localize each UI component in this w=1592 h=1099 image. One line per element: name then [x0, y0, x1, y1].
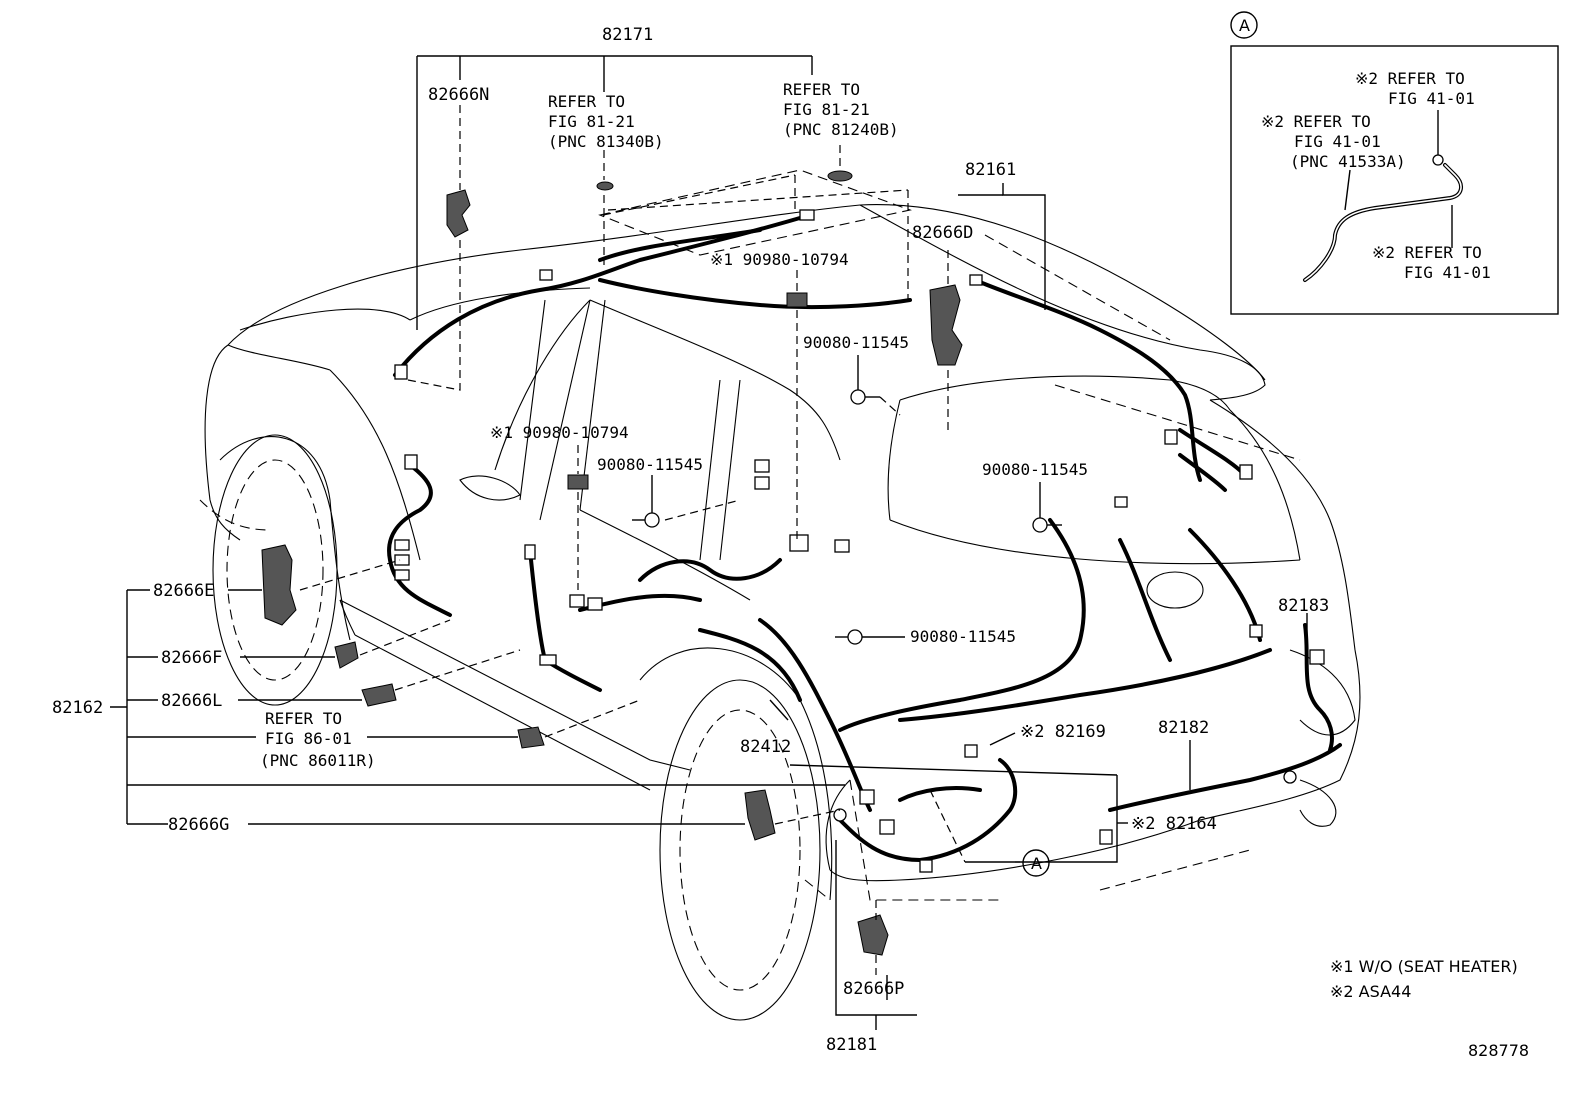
- label-82182: 82182: [1158, 718, 1209, 738]
- label-90080-b: 90080-11545: [597, 455, 703, 474]
- part-82666E-bracket: [261, 544, 297, 626]
- label-82666D: 82666D: [912, 223, 973, 243]
- harness-82164-bumper: [838, 758, 1018, 862]
- inset-hose: [1303, 154, 1463, 282]
- refer-86011R-line2: FIG 86-01: [265, 729, 352, 748]
- leader-lines: [110, 55, 1308, 1030]
- footnotes: ※1 W/O (SEAT HEATER) ※2 ASA44 828778: [1330, 957, 1529, 1060]
- label-82666L: 82666L: [161, 691, 222, 711]
- part-82666D-clip: [929, 284, 963, 366]
- refer-86011R-line3: (PNC 86011R): [260, 751, 376, 770]
- label-90080-a: 90080-11545: [803, 333, 909, 352]
- refer-81240B-line2: FIG 81-21: [783, 100, 870, 119]
- label-90980-top: ※1 90980-10794: [710, 250, 849, 269]
- inset-ref2-line3: (PNC 41533A): [1290, 152, 1406, 171]
- refer-81240B-line3: (PNC 81240B): [783, 120, 899, 139]
- label-82666P: 82666P: [843, 979, 904, 999]
- label-82164: ※2 82164: [1131, 814, 1217, 834]
- part-81240B-grommet: [827, 170, 853, 182]
- label-82161: 82161: [965, 160, 1016, 180]
- harness-82171-roof: [393, 213, 912, 377]
- inset-ref2-line2: FIG 41-01: [1294, 132, 1381, 151]
- callout-a-letter: A: [1031, 854, 1042, 873]
- inset-a-letter: A: [1239, 16, 1250, 35]
- part-81340B-grommet: [596, 181, 614, 191]
- car-body-outline: [199, 169, 1361, 1021]
- part-82666N-clip: [446, 189, 471, 238]
- inset-ref3-line2: FIG 41-01: [1404, 263, 1491, 282]
- refer-81340B-line1: REFER TO: [548, 92, 625, 111]
- inset-ref1-line1: ※2 REFER TO: [1355, 69, 1465, 88]
- callout-a-circle: [1022, 849, 1050, 877]
- part-90980-top: [786, 292, 808, 308]
- label-90980-mid: ※1 90980-10794: [490, 423, 629, 442]
- inset-a-circle: [1230, 11, 1258, 39]
- label-82666N: 82666N: [428, 85, 489, 105]
- inset-ref3-line1: ※2 REFER TO: [1372, 243, 1482, 262]
- part-86011R-clip: [517, 726, 545, 749]
- label-82169: ※2 82169: [1020, 722, 1106, 742]
- part-82666P-bracket: [857, 914, 889, 956]
- inset-a-frame: [1230, 45, 1559, 315]
- refer-81240B-line1: REFER TO: [783, 80, 860, 99]
- bolt-90080-a: [850, 389, 880, 405]
- label-90080-d: 90080-11545: [910, 627, 1016, 646]
- refer-81340B-line3: (PNC 81340B): [548, 132, 664, 151]
- harness-82161-hatch: [973, 278, 1247, 492]
- harness-82162-floor: [387, 463, 872, 812]
- bolts: [632, 389, 1062, 645]
- bolt-90080-d: [835, 629, 863, 645]
- bolt-90080-b: [632, 512, 660, 528]
- label-82162: 82162: [52, 698, 103, 718]
- inset-ref1-line2: FIG 41-01: [1388, 89, 1475, 108]
- part-90980-mid: [567, 474, 589, 490]
- label-90080-c: 90080-11545: [982, 460, 1088, 479]
- refer-86011R-line1: REFER TO: [265, 709, 342, 728]
- label-82183: 82183: [1278, 596, 1329, 616]
- label-82171: 82171: [602, 25, 653, 45]
- label-82666F: 82666F: [161, 648, 222, 668]
- label-82666G: 82666G: [168, 815, 229, 835]
- label-82181: 82181: [826, 1035, 877, 1055]
- inset-ref2-line1: ※2 REFER TO: [1261, 112, 1371, 131]
- diagram-id: 828778: [1468, 1041, 1529, 1060]
- harness-82183-lamp: [1303, 623, 1334, 752]
- part-82666G-bracket: [744, 789, 776, 841]
- note-2: ※2 ASA44: [1330, 982, 1411, 1001]
- part-82666L-clip: [361, 683, 397, 707]
- inset-a: A ※2 REFER TO FIG 41-01 ※2 REFER TO FIG …: [1230, 11, 1559, 315]
- part-labels: 82171 82666N REFER TO FIG 81-21 (PNC 813…: [52, 25, 1329, 1055]
- label-82412: 82412: [740, 737, 791, 757]
- note-1: ※1 W/O (SEAT HEATER): [1330, 957, 1518, 976]
- label-82666E: 82666E: [153, 581, 214, 601]
- parts: [261, 170, 963, 956]
- part-82666F-clip: [334, 641, 359, 669]
- connectors: [394, 209, 1325, 873]
- harness-82182-rear: [838, 518, 1342, 812]
- refer-81340B-line2: FIG 81-21: [548, 112, 635, 131]
